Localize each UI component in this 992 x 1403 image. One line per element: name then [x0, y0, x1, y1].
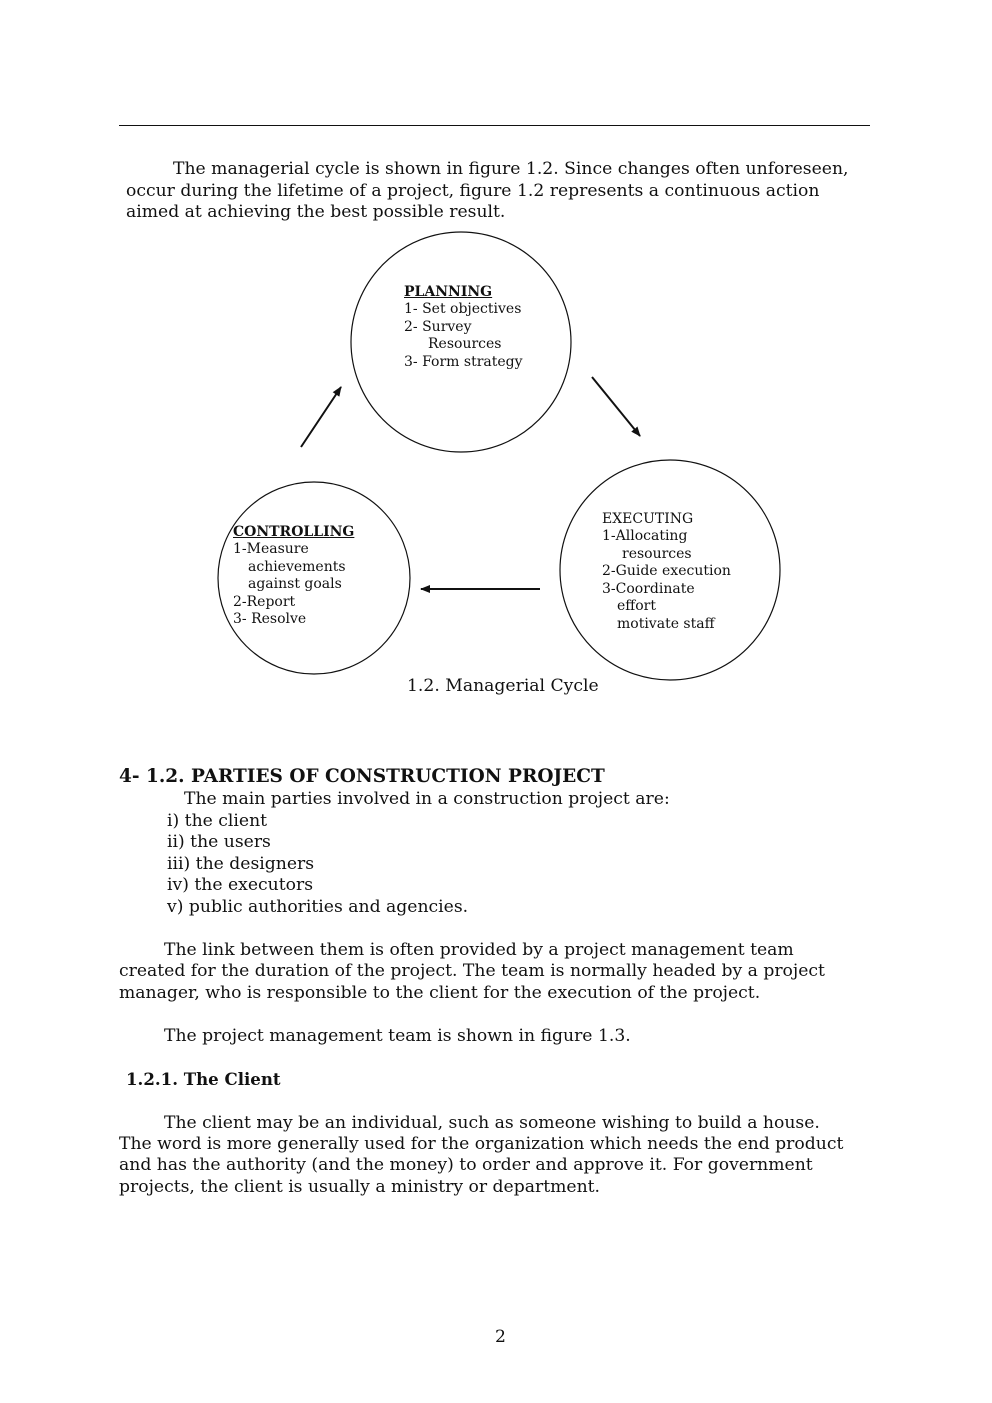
- planning-item-1: 1- Set objectives: [404, 301, 522, 317]
- controlling-item-1: 1-Measure: [233, 541, 309, 557]
- figure-caption: 1.2. Managerial Cycle: [407, 676, 599, 696]
- managerial-cycle-diagram: [217, 231, 781, 681]
- party-item-5: v) public authorities and agencies.: [167, 897, 469, 917]
- header-rule: [119, 125, 870, 126]
- section-intro: The main parties involved in a construct…: [184, 789, 670, 809]
- executing-item-3-cont-2: motivate staff: [617, 616, 715, 629]
- subsection-heading: 1.2.1. The Client: [126, 1069, 281, 1089]
- client-paragraph-line-2: The word is more generally used for the …: [119, 1134, 844, 1154]
- intro-line-3: aimed at achieving the best possible res…: [126, 202, 506, 222]
- link-paragraph-line-2: created for the duration of the project.…: [119, 961, 825, 981]
- planning-item-3: 3- Form strategy: [404, 354, 523, 370]
- link-paragraph-line-3: manager, who is responsible to the clien…: [119, 983, 761, 1003]
- executing-circle: [559, 459, 781, 681]
- executing-item-1: 1-Allocating: [602, 528, 688, 544]
- party-item-4: iv) the executors: [167, 875, 314, 895]
- controlling-title: CONTROLLING: [233, 524, 355, 540]
- controlling-item-2: 2-Report: [233, 594, 296, 610]
- executing-title: EXECUTING: [602, 511, 694, 527]
- controlling-circle: [217, 481, 411, 675]
- team-sentence: The project management team is shown in …: [164, 1026, 631, 1046]
- section-heading: 4- 1.2. PARTIES OF CONSTRUCTION PROJECT: [119, 766, 605, 787]
- planning-item-2: 2- Survey: [404, 319, 472, 335]
- planning-item-2-cont: Resources: [428, 336, 502, 352]
- executing-text-area: EXECUTING 1-Allocating resources 2-Guide…: [595, 508, 765, 629]
- executing-item-3-cont: effort: [617, 598, 656, 614]
- executing-item-3: 3-Coordinate: [602, 581, 695, 597]
- planning-title: PLANNING: [404, 284, 493, 300]
- client-paragraph-line-3: and has the authority (and the money) to…: [119, 1155, 813, 1175]
- arrow-planning-to-executing: [591, 376, 641, 437]
- executing-item-2: 2-Guide execution: [602, 563, 731, 579]
- page-number: 2: [495, 1327, 506, 1347]
- controlling-item-3: 3- Resolve: [233, 611, 307, 627]
- controlling-item-1-cont-2: against goals: [248, 576, 342, 592]
- intro-line-2: occur during the lifetime of a project, …: [126, 181, 820, 201]
- party-item-3: iii) the designers: [167, 854, 315, 874]
- party-item-1: i) the client: [167, 811, 268, 831]
- executing-item-1-cont: resources: [622, 546, 692, 562]
- client-paragraph-line-4: projects, the client is usually a minist…: [119, 1177, 601, 1197]
- planning-circle: [350, 231, 572, 453]
- intro-line-1: The managerial cycle is shown in figure …: [173, 159, 849, 179]
- party-item-2: ii) the users: [167, 832, 271, 852]
- client-paragraph-line-1: The client may be an individual, such as…: [164, 1113, 820, 1133]
- link-paragraph-line-1: The link between them is often provided …: [164, 940, 794, 960]
- arrow-controlling-to-planning: [300, 386, 342, 448]
- controlling-item-1-cont: achievements: [248, 559, 346, 575]
